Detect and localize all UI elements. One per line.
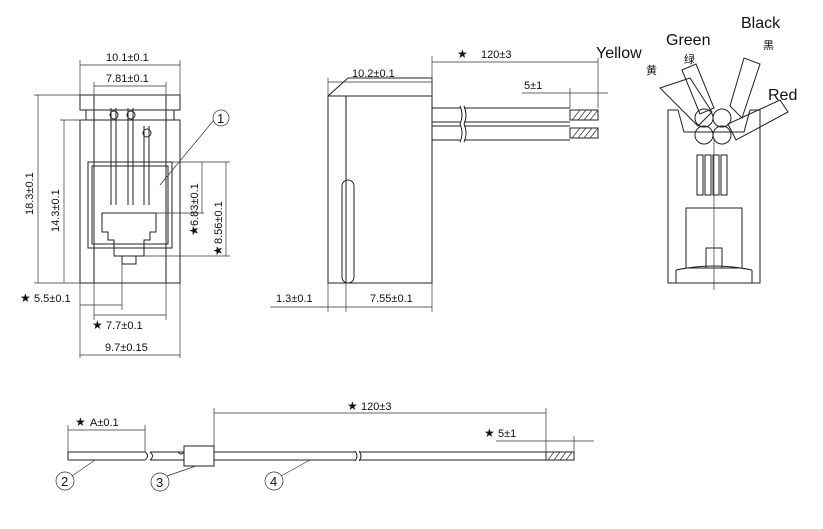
dim-height-8-56: 8.56±0.1 bbox=[213, 201, 225, 244]
side-view: 10.2±0.1 ★ 120±3 5±1 1.3±0.1 7.55±0.1 bbox=[270, 47, 608, 312]
cable-assembly-view: ★ A±0.1 ★ 120±3 ★ 5±1 2 3 4 bbox=[55, 399, 594, 492]
dim-width-5-5: 5.5±0.1 bbox=[34, 293, 71, 305]
wire-green-cn-label: 绿 bbox=[684, 52, 695, 66]
rear-view: Yellow 黄 Green 绿 Black 黑 Red bbox=[596, 15, 797, 290]
dim-length-120-bottom: 120±3 bbox=[361, 401, 392, 413]
dim-strip-5-top: 5±1 bbox=[524, 80, 542, 92]
star-5-5: ★ bbox=[20, 291, 31, 305]
star-120-top: ★ bbox=[457, 47, 468, 61]
wire-black-label: Black bbox=[741, 15, 781, 32]
dim-width-7-55: 7.55±0.1 bbox=[370, 293, 413, 305]
dim-strip-5-bottom: 5±1 bbox=[498, 428, 516, 440]
dim-width-9-7: 9.7±0.15 bbox=[105, 342, 148, 354]
callout-4-label: 4 bbox=[270, 474, 277, 489]
star-7-7: ★ bbox=[92, 318, 103, 332]
callout-2-label: 2 bbox=[61, 474, 68, 489]
dim-height-6-83: 6.83±0.1 bbox=[189, 183, 201, 226]
dim-length-120-top: 120±3 bbox=[481, 49, 512, 61]
dim-width-1-3: 1.3±0.1 bbox=[276, 293, 313, 305]
dim-width-10-1: 10.1±0.1 bbox=[106, 52, 149, 64]
callout-1-label: 1 bbox=[217, 111, 224, 126]
dim-width-7-81: 7.81±0.1 bbox=[106, 73, 149, 85]
wire-yellow-cn-label: 黄 bbox=[646, 63, 657, 77]
star-6-83: ★ bbox=[187, 225, 201, 236]
star-a: ★ bbox=[75, 415, 86, 429]
front-view: 1 10.1±0.1 7.81±0.1 18.3±0.1 14.3±0.1 6.… bbox=[20, 52, 230, 358]
wire-black-cn-label: 黑 bbox=[763, 39, 774, 52]
wire-green-label: Green bbox=[666, 32, 710, 49]
wire-red-label: Red bbox=[768, 87, 797, 104]
dim-width-7-7: 7.7±0.1 bbox=[106, 320, 143, 332]
wire-yellow-label: Yellow bbox=[596, 45, 642, 62]
star-8-56: ★ bbox=[211, 245, 225, 256]
star-120-bottom: ★ bbox=[347, 399, 358, 413]
star-5-bottom: ★ bbox=[484, 426, 495, 440]
dim-width-10-2: 10.2±0.1 bbox=[352, 68, 395, 80]
callout-3-label: 3 bbox=[156, 475, 163, 490]
dim-height-18-3: 18.3±0.1 bbox=[24, 172, 36, 215]
dim-length-a: A±0.1 bbox=[90, 417, 119, 429]
dim-height-14-3: 14.3±0.1 bbox=[50, 189, 62, 232]
